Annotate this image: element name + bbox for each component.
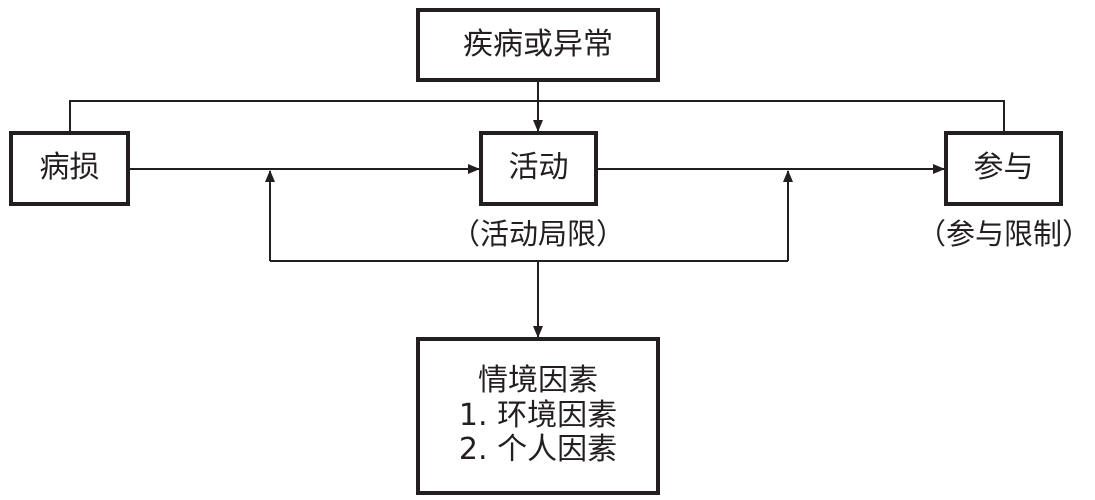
participation-box: 参与 xyxy=(944,131,1063,206)
contextual-factors-title: 情境因素 xyxy=(478,363,598,399)
contextual-factors-box: 情境因素 1. 环境因素 2. 个人因素 xyxy=(416,337,660,495)
participation-restriction-label: （参与限制） xyxy=(916,217,1092,251)
personal-factors-item: 2. 个人因素 xyxy=(458,432,618,468)
impairment-box: 病损 xyxy=(9,131,130,206)
impairment-label: 病损 xyxy=(39,150,100,186)
health-condition-label: 疾病或异常 xyxy=(463,26,613,62)
participation-label: 参与 xyxy=(973,150,1034,186)
health-condition-box: 疾病或异常 xyxy=(416,8,660,82)
activity-label: 活动 xyxy=(508,150,569,186)
activity-box: 活动 xyxy=(479,131,598,206)
activity-limitation-label: （活动局限） xyxy=(450,217,626,251)
environmental-factors-item: 1. 环境因素 xyxy=(458,397,618,433)
top-bus-line xyxy=(69,100,1005,131)
